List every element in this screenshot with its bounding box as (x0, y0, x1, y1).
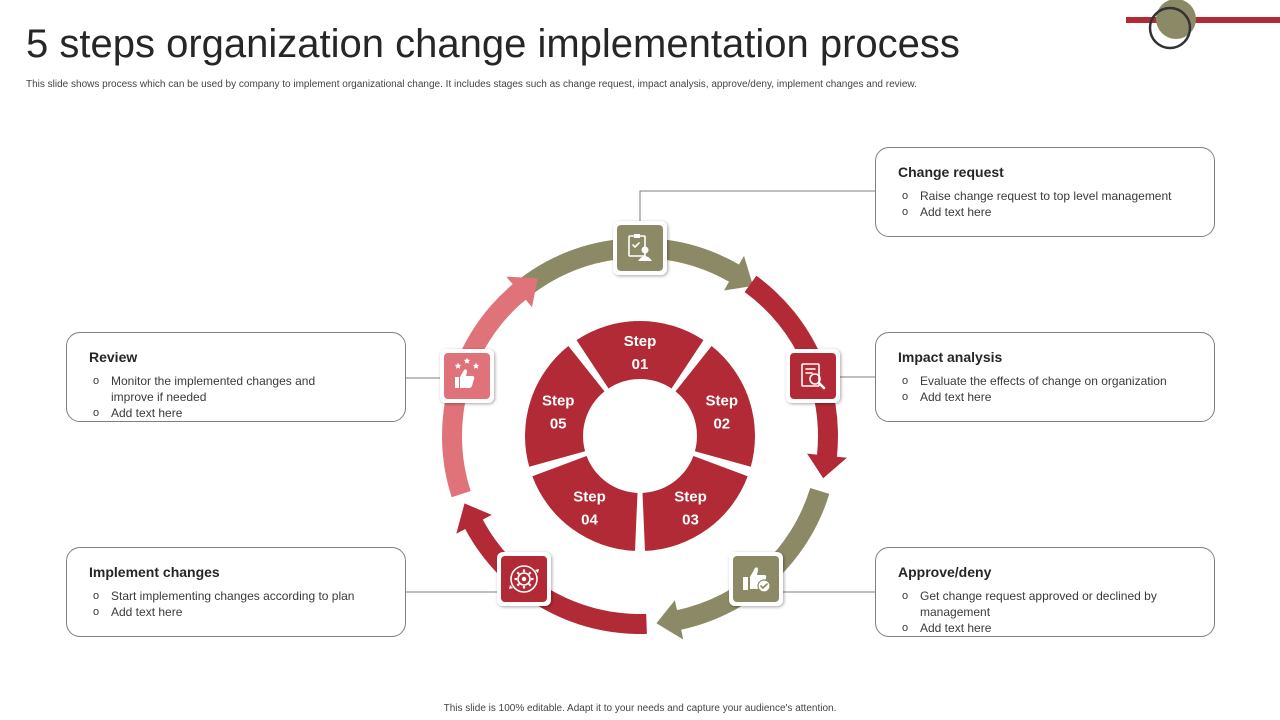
impact-analysis-heading: Impact analysis (898, 349, 1003, 365)
impact-analysis-bullets: Evaluate the effects of change on organi… (900, 373, 1200, 405)
implement-changes-box: Implement changes Start implementing cha… (66, 547, 406, 637)
step-number: 01 (632, 356, 649, 373)
step-label: Step (674, 489, 707, 506)
impact-analysis-box: Impact analysis Evaluate the effects of … (875, 332, 1215, 422)
approve-deny-bullet-1: Get change request approved or declined … (900, 588, 1174, 620)
review-bullet-1: Monitor the implemented changes and impr… (91, 373, 345, 405)
implement-changes-bullet-2: Add text here (91, 604, 391, 620)
step-number: 03 (682, 512, 699, 529)
cycle-arrow (507, 237, 754, 304)
cycle-arrows (441, 237, 847, 640)
review-heading: Review (89, 349, 138, 365)
document-magnifier-icon (786, 349, 840, 403)
step-segment (642, 456, 748, 551)
gear-cycle-icon (497, 552, 551, 606)
review-box: Review Monitor the implemented changes a… (66, 332, 406, 422)
thumbs-up-check-icon (729, 552, 783, 606)
impact-analysis-bullet-1: Evaluate the effects of change on organi… (900, 373, 1200, 389)
approve-deny-bullet-2: Add text here (900, 620, 1174, 636)
approve-deny-box: Approve/deny Get change request approved… (875, 547, 1215, 637)
change-request-bullet-1: Raise change request to top level manage… (900, 188, 1200, 204)
step-number: 02 (713, 415, 730, 432)
page-title: 5 steps organization change implementati… (26, 22, 960, 66)
step-label: Step (542, 392, 575, 409)
step-number: 05 (550, 415, 567, 432)
cycle-arrow (656, 488, 830, 640)
implement-changes-bullet-1: Start implementing changes according to … (91, 588, 391, 604)
step-segment (525, 346, 605, 467)
footer-note: This slide is 100% editable. Adapt it to… (443, 703, 837, 714)
connector-line (639, 190, 875, 221)
step-segment (675, 346, 755, 467)
step-label: Step (706, 392, 739, 409)
step-number: 04 (581, 512, 598, 529)
review-bullet-2: Add text here (91, 405, 345, 421)
implement-changes-bullets: Start implementing changes according to … (91, 588, 391, 620)
change-request-heading: Change request (898, 164, 1004, 180)
clipboard-user-icon (613, 221, 667, 275)
step-icons (440, 221, 840, 606)
approve-deny-heading: Approve/deny (898, 564, 992, 580)
change-request-box: Change request Raise change request to t… (875, 147, 1215, 237)
step-label: Step (624, 333, 657, 350)
thumbs-up-stars-icon (440, 349, 494, 403)
page-subtitle: This slide shows process which can be us… (26, 79, 917, 90)
implement-changes-heading: Implement changes (89, 564, 220, 580)
step-segment (532, 456, 638, 551)
step-segment (576, 320, 704, 389)
approve-deny-bullets: Get change request approved or declined … (900, 588, 1174, 636)
change-request-bullets: Raise change request to top level manage… (900, 188, 1200, 220)
change-request-bullet-2: Add text here (900, 204, 1200, 220)
cycle-arrow (744, 275, 847, 479)
review-bullets: Monitor the implemented changes and impr… (91, 373, 345, 421)
connector-lines (406, 190, 875, 593)
step-label: Step (573, 489, 606, 506)
impact-analysis-bullet-2: Add text here (900, 389, 1200, 405)
corner-decoration (1126, 0, 1280, 50)
cycle-arrow (456, 503, 647, 635)
